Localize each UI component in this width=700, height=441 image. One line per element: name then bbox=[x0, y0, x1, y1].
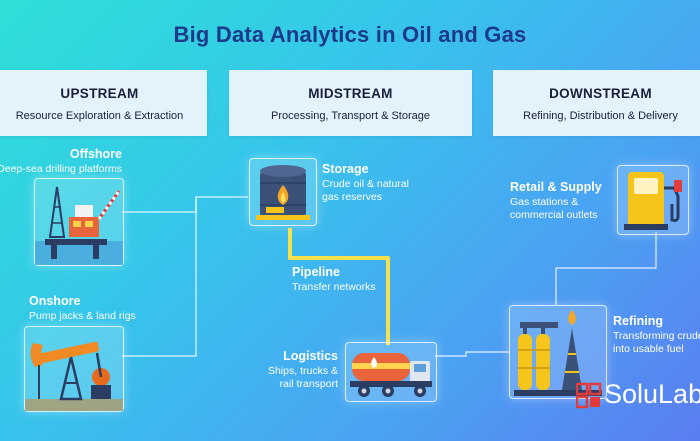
node-offshore-desc: Deep-sea drilling platforms bbox=[0, 163, 122, 175]
node-storage-desc-line2: gas reserves bbox=[322, 191, 383, 203]
refinery-icon bbox=[509, 305, 607, 399]
fuel-pump-icon bbox=[617, 165, 689, 235]
stage-downstream-heading: DOWNSTREAM bbox=[549, 86, 652, 101]
node-refining-desc-line1: Transforming crude bbox=[613, 330, 700, 342]
node-logistics-desc-line2: rail transport bbox=[279, 378, 338, 390]
node-retail-desc-line2: commercial outlets bbox=[510, 209, 598, 221]
stage-midstream: MIDSTREAM Processing, Transport & Storag… bbox=[229, 70, 472, 136]
offshore-rig-icon bbox=[34, 178, 124, 266]
node-retail-desc-line1: Gas stations & bbox=[510, 196, 579, 208]
stage-midstream-heading: MIDSTREAM bbox=[308, 86, 393, 101]
stage-upstream-heading: UPSTREAM bbox=[60, 86, 139, 101]
logo-text: SoluLabs bbox=[604, 379, 700, 409]
node-pipeline-label: Pipeline Transfer networks bbox=[292, 265, 376, 294]
node-storage-desc-line1: Crude oil & natural bbox=[322, 178, 409, 190]
storage-tank-icon bbox=[249, 158, 317, 226]
tanker-truck-icon bbox=[345, 342, 437, 402]
stage-downstream-subtitle: Refining, Distribution & Delivery bbox=[523, 110, 678, 122]
logo-mark-icon bbox=[575, 382, 602, 409]
node-retail-title: Retail & Supply bbox=[510, 180, 602, 194]
node-offshore-title: Offshore bbox=[69, 147, 122, 161]
stage-midstream-subtitle: Processing, Transport & Storage bbox=[271, 110, 430, 122]
node-storage-label: Storage Crude oil & natural gas reserves bbox=[322, 162, 409, 204]
node-storage-title: Storage bbox=[322, 162, 369, 176]
brand-logo: SoluLabs bbox=[575, 379, 700, 415]
link-refining-to-retail bbox=[555, 232, 657, 305]
link-offshore-to-storage bbox=[122, 196, 248, 213]
pump-jack-icon bbox=[24, 326, 124, 412]
link-logistics-to-refining bbox=[435, 351, 509, 357]
node-onshore-title: Onshore bbox=[29, 294, 81, 308]
node-logistics-title: Logistics bbox=[283, 349, 338, 363]
pipeline-route bbox=[288, 228, 390, 345]
node-refining-label: Refining Transforming crude into usable … bbox=[613, 314, 700, 356]
node-onshore-desc: Pump jacks & land rigs bbox=[29, 310, 136, 322]
node-logistics-desc-line1: Ships, trucks & bbox=[267, 365, 338, 377]
node-refining-desc-line2: into usable fuel bbox=[613, 343, 684, 355]
diagram-title: Big Data Analytics in Oil and Gas bbox=[173, 22, 527, 47]
stage-upstream-subtitle: Resource Exploration & Extraction bbox=[15, 110, 184, 122]
stage-downstream: DOWNSTREAM Refining, Distribution & Deli… bbox=[493, 70, 700, 136]
node-retail-label: Retail & Supply Gas stations & commercia… bbox=[510, 180, 602, 222]
stage-upstream: UPSTREAM Resource Exploration & Extracti… bbox=[0, 70, 207, 136]
node-pipeline-title: Pipeline bbox=[292, 265, 340, 279]
node-refining-title: Refining bbox=[613, 314, 663, 328]
link-onshore-to-storage bbox=[122, 197, 197, 357]
node-pipeline-desc: Transfer networks bbox=[292, 281, 376, 293]
node-logistics-label: Logistics Ships, trucks & rail transport bbox=[228, 349, 338, 391]
node-onshore-label: Onshore Pump jacks & land rigs bbox=[29, 294, 136, 323]
node-offshore-label: Offshore Deep-sea drilling platforms bbox=[0, 147, 122, 176]
